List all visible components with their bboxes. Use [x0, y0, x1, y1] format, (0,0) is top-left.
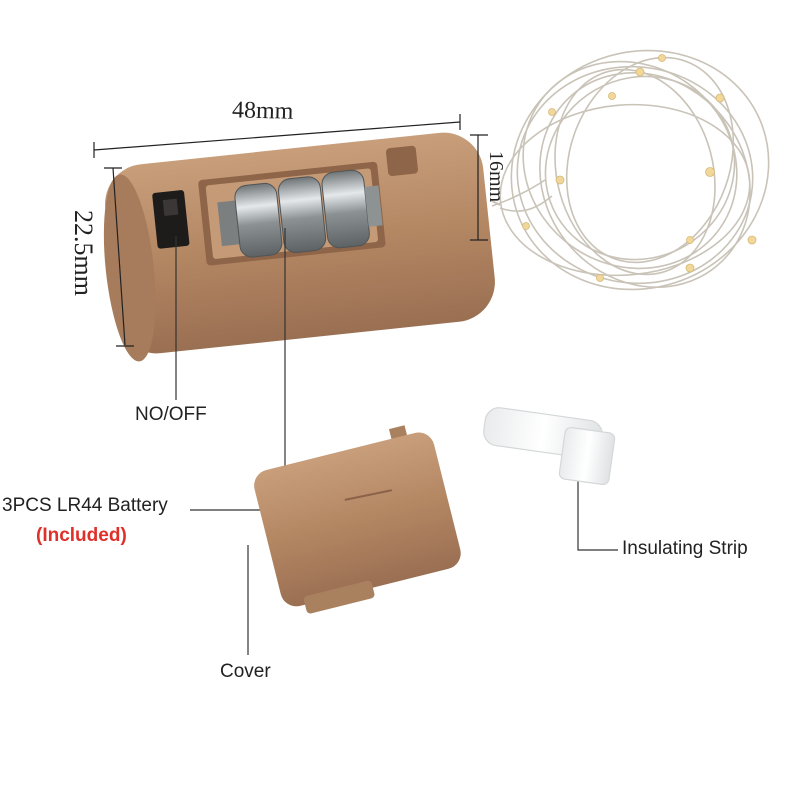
string-diameter-label: 16mm — [485, 150, 508, 203]
insulating-strip — [483, 407, 616, 486]
cork-battery-case — [103, 132, 501, 362]
diameter-dimension-label: 22.5mm — [68, 210, 98, 296]
length-dimension-label: 48mm — [231, 97, 294, 125]
insulating-strip-callout: Insulating Strip — [622, 538, 748, 559]
battery-included-note: (Included) — [36, 525, 127, 546]
led-light-string — [491, 49, 770, 291]
battery-cover — [254, 425, 461, 614]
battery-callout: 3PCS LR44 Battery — [2, 495, 168, 516]
switch-callout: NO/OFF — [135, 404, 207, 425]
power-switch — [152, 190, 190, 249]
led-beads — [522, 54, 757, 282]
cover-callout: Cover — [220, 661, 271, 682]
dimension-lines — [93, 114, 488, 347]
lr44-batteries — [217, 169, 383, 258]
